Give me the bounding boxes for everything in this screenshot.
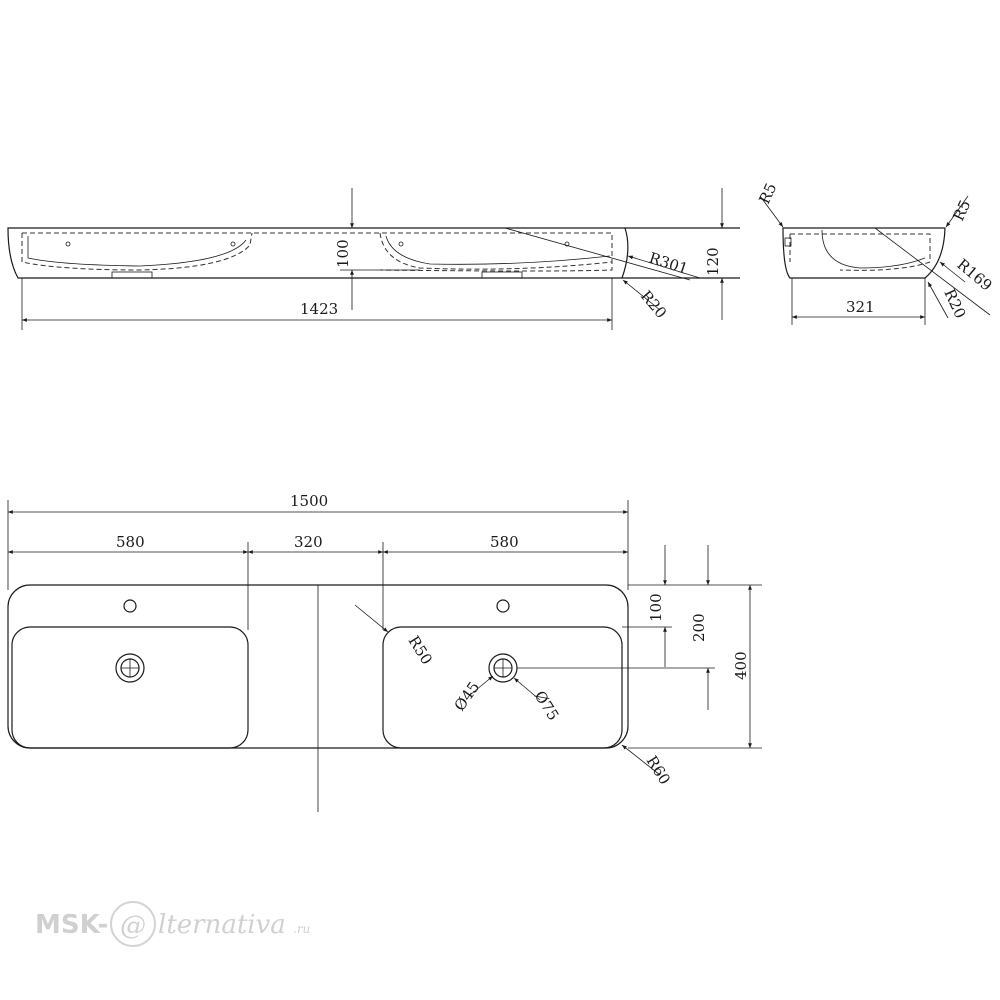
- dim-200: 200: [690, 613, 708, 642]
- watermark-logo: MSK- @ lternativa .ru: [35, 901, 310, 947]
- dim-400: 400: [732, 651, 750, 680]
- radius-r20-side: R20: [637, 287, 670, 322]
- diameter-45: Ø45: [451, 678, 484, 714]
- radius-r5-right: R5: [949, 197, 974, 223]
- dim-320: 320: [294, 533, 323, 551]
- svg-text:@: @: [120, 911, 146, 941]
- dim-580-left: 580: [116, 533, 145, 551]
- dim-120: 120: [704, 247, 722, 276]
- dim-100-plan: 100: [647, 593, 665, 622]
- dim-1423: 1423: [300, 300, 338, 318]
- diameter-75: Ø75: [531, 688, 563, 724]
- dim-580-right: 580: [490, 533, 519, 551]
- radius-r169: R169: [953, 255, 995, 294]
- radius-r5-left: R5: [755, 180, 780, 206]
- dim-100-side: 100: [334, 239, 352, 268]
- plan-view: 1500 580 320 580 100 200 400 R50 R60 Ø45…: [7, 492, 762, 812]
- dim-1500: 1500: [290, 492, 328, 510]
- drain-left: [115, 653, 145, 683]
- side-view: 1423 100 120 R301 R20: [7, 188, 740, 330]
- svg-text:MSK-: MSK-: [35, 910, 108, 940]
- radius-r60: R60: [643, 753, 674, 788]
- dim-321: 321: [846, 298, 875, 316]
- radius-r50: R50: [405, 633, 436, 668]
- radius-r20-end: R20: [940, 286, 969, 321]
- end-view: R5 R5 R169 R20 321: [755, 180, 996, 325]
- svg-text:.ru: .ru: [293, 922, 310, 936]
- drain-right: [488, 653, 518, 683]
- svg-text:lternativa: lternativa: [158, 910, 286, 940]
